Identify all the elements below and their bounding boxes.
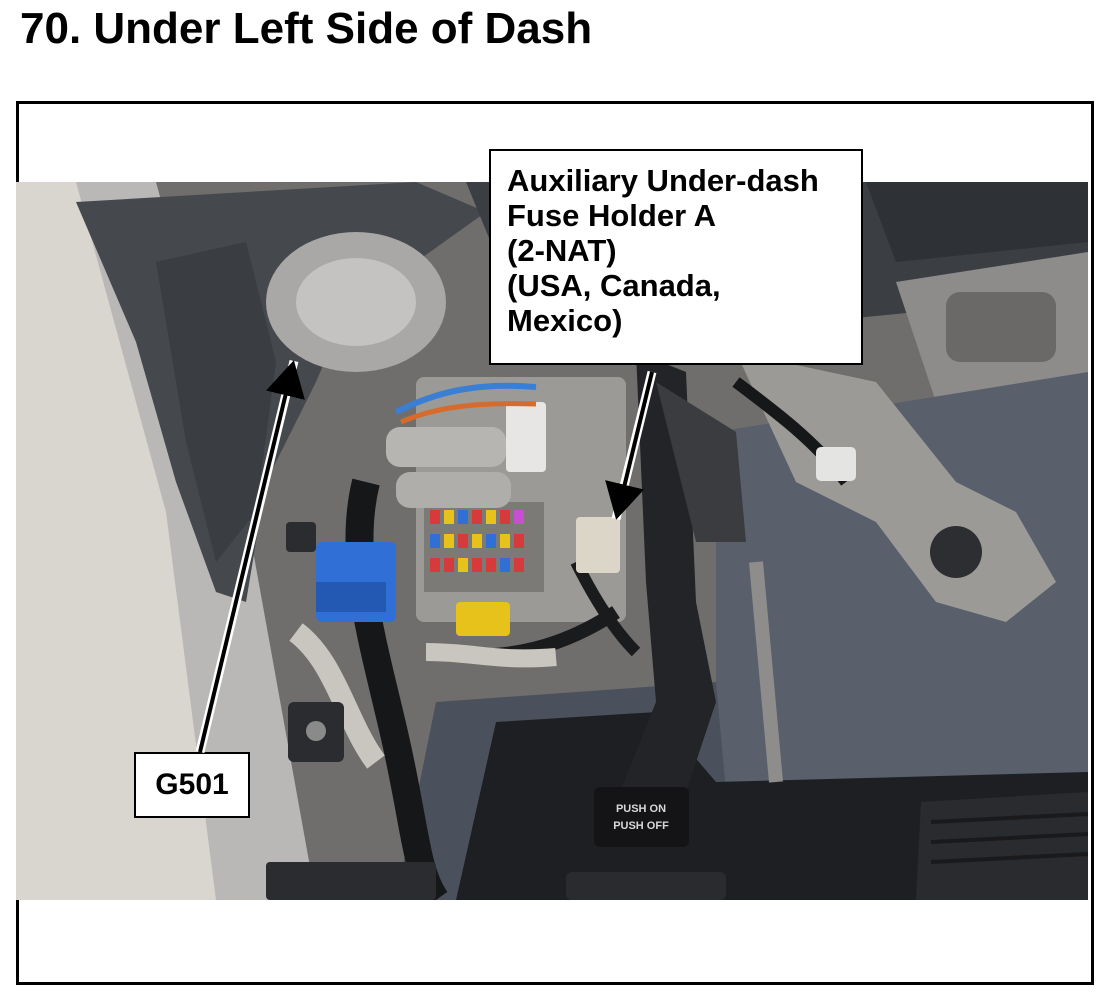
white-connectors: [506, 402, 546, 472]
fuel-icon: [306, 721, 326, 741]
pedal-label-push-off: PUSH OFF: [613, 820, 669, 832]
taped-harness-left: [288, 623, 385, 769]
brake-pedal-pad: [566, 872, 726, 900]
accelerator-pedal-ridges: [930, 812, 1088, 864]
brake-booster-mount: [930, 526, 982, 578]
callout-fuse-line-5: Mexico): [507, 303, 623, 338]
pedal-bracket: [656, 382, 746, 542]
fuse-panel: [424, 502, 544, 592]
page-title: 70. Under Left Side of Dash: [20, 4, 593, 53]
gray-connector-lower: [396, 472, 511, 508]
fuse-rows: [430, 510, 524, 572]
pedal-label-push-on: PUSH ON: [616, 803, 666, 815]
gray-connector-upper: [386, 427, 506, 467]
dash-top-corner: [866, 182, 1088, 262]
callout-g501: G501: [134, 752, 250, 818]
auxiliary-fuse-holder: [576, 517, 620, 573]
callout-fuse-line-3: (2-NAT): [507, 233, 617, 268]
wire-harness-right: [570, 559, 641, 657]
callout-auxiliary-fuse-holder: Auxiliary Under-dash Fuse Holder A (2-NA…: [489, 149, 863, 365]
accelerator-pedal: [916, 792, 1088, 900]
steering-column-joint: [946, 292, 1056, 362]
hood-release-handle: [266, 862, 436, 900]
left-kick-panel: [16, 182, 236, 900]
yellow-connector: [456, 602, 510, 636]
pedal-rod: [749, 561, 783, 783]
callout-fuse-line-4: (USA, Canada,: [507, 268, 721, 303]
bracket-bolt: [286, 522, 316, 552]
callout-fuse-line-2: Fuse Holder A: [507, 198, 716, 233]
wire-bundle-orange: [400, 401, 537, 425]
brake-pedal-arm: [616, 352, 716, 822]
parking-brake-pad: [594, 787, 689, 847]
wire-bundle-blue: [394, 382, 537, 415]
blue-connector-lower: [316, 582, 386, 612]
callout-fuse-line-1: Auxiliary Under-dash: [507, 163, 819, 198]
brake-switch-connector: [816, 447, 856, 481]
taped-harness-middle: [425, 643, 557, 668]
hvac-duct-highlight: [296, 258, 416, 346]
